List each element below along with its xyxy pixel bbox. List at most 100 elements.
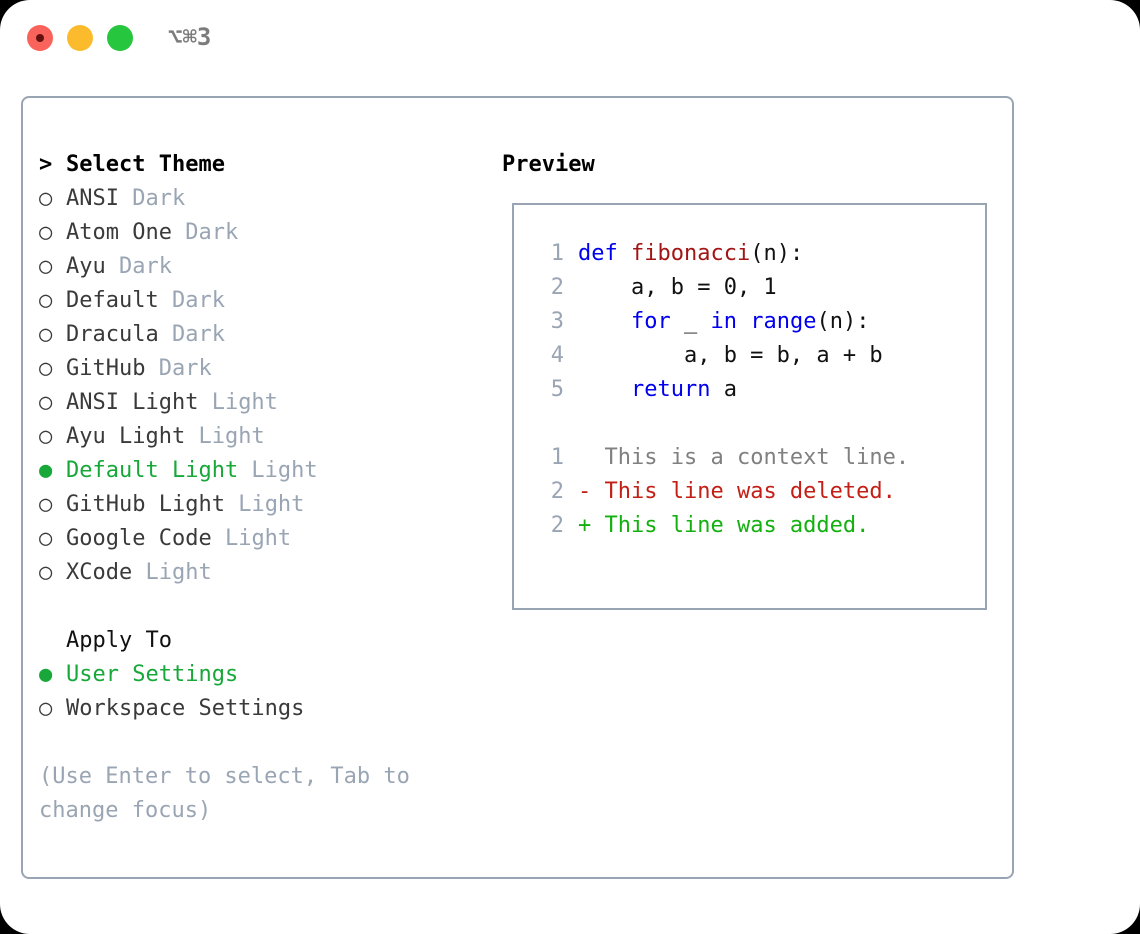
- theme-option-category: Dark: [105, 254, 172, 279]
- diff-line-number: 1: [550, 445, 564, 470]
- radio-unselected-icon[interactable]: ○: [39, 186, 53, 211]
- code-line-number: 4: [550, 343, 564, 368]
- apply-to-heading: Apply To: [39, 624, 469, 658]
- apply-to-heading-label: Apply To: [66, 628, 172, 653]
- theme-option-xcode[interactable]: ○ XCode Light: [39, 556, 469, 590]
- minimize-icon[interactable]: [67, 25, 93, 51]
- radio-selected-icon[interactable]: ●: [39, 662, 53, 687]
- theme-option-label: XCode Light: [66, 556, 212, 590]
- code-line-number: 1: [550, 241, 564, 266]
- code-token: fibonacci: [630, 241, 751, 266]
- theme-option-category: Light: [198, 390, 278, 415]
- apply-to-option-user-settings[interactable]: ●User Settings: [39, 658, 469, 692]
- code-token: [578, 309, 631, 334]
- radio-unselected-icon[interactable]: ○: [39, 526, 53, 551]
- theme-option-name: Default: [66, 288, 159, 313]
- theme-option-label: ANSI Light Light: [66, 386, 278, 420]
- apply-to-option-workspace-settings[interactable]: ○Workspace Settings: [39, 692, 469, 726]
- theme-option-ansi-light[interactable]: ○ ANSI Light Light: [39, 386, 469, 420]
- radio-unselected-icon[interactable]: ○: [39, 696, 53, 721]
- code-token: for: [630, 309, 671, 334]
- close-icon[interactable]: [27, 25, 53, 51]
- code-token: [578, 377, 631, 402]
- title-bar: ⌥⌘3: [0, 0, 1140, 78]
- theme-list-heading: > Select Theme: [39, 148, 469, 182]
- radio-unselected-icon[interactable]: ○: [39, 424, 53, 449]
- maximize-icon[interactable]: [107, 25, 133, 51]
- theme-option-name: Default Light: [66, 458, 239, 483]
- code-line-text: a, b = b, a + b: [578, 339, 883, 373]
- diff-line-number: 2: [550, 479, 564, 504]
- theme-option-category: Light: [238, 458, 318, 483]
- radio-unselected-icon[interactable]: ○: [39, 390, 53, 415]
- theme-option-label: Atom One Dark: [66, 216, 238, 250]
- theme-option-default-light[interactable]: ● Default Light Light: [39, 454, 469, 488]
- theme-option-category: Dark: [145, 356, 212, 381]
- theme-option-label: Dracula Dark: [66, 318, 225, 352]
- theme-option-label: ANSI Dark: [66, 182, 185, 216]
- code-token: [737, 309, 750, 334]
- theme-option-label: GitHub Light Light: [66, 488, 304, 522]
- diff-line-text: + This line was added.: [578, 509, 869, 543]
- code-token: _: [670, 309, 711, 334]
- theme-option-dracula[interactable]: ○ Dracula Dark: [39, 318, 469, 352]
- theme-option-category: Dark: [158, 322, 225, 347]
- radio-unselected-icon[interactable]: ○: [39, 322, 53, 347]
- theme-option-github[interactable]: ○ GitHub Dark: [39, 352, 469, 386]
- radio-unselected-icon[interactable]: ○: [39, 356, 53, 381]
- theme-option-label: Ayu Dark: [66, 250, 172, 284]
- theme-option-name: Dracula: [66, 322, 159, 347]
- theme-option-default[interactable]: ○Default Dark: [39, 284, 469, 318]
- code-token: a, b = b, a + b: [578, 343, 883, 368]
- code-token: (n):: [816, 309, 870, 334]
- theme-option-github-light[interactable]: ○ GitHub Light Light: [39, 488, 469, 522]
- code-token: a, b = 0, 1: [578, 275, 777, 300]
- diff-marker: +: [578, 513, 605, 538]
- preview-title: Preview: [502, 152, 595, 177]
- code-token: (n):: [750, 241, 804, 266]
- diff-line-body: This line was deleted.: [604, 479, 896, 504]
- code-token: def: [578, 241, 631, 266]
- theme-option-name: ANSI Light: [66, 390, 199, 415]
- code-token: return: [630, 377, 711, 402]
- code-line-text: a, b = 0, 1: [578, 271, 777, 305]
- theme-option-ayu[interactable]: ○ Ayu Dark: [39, 250, 469, 284]
- theme-option-name: ANSI: [66, 186, 119, 211]
- theme-option-label: Default Light Light: [66, 454, 318, 488]
- radio-selected-icon[interactable]: ●: [39, 458, 53, 483]
- theme-option-category: Light: [211, 526, 292, 551]
- radio-unselected-icon[interactable]: ○: [39, 560, 53, 585]
- code-line-number: 3: [550, 309, 564, 334]
- theme-option-name: GitHub Light: [66, 492, 225, 517]
- theme-list: > Select Theme ○ ANSI Dark ○ Atom One Dark ○ Ay…: [39, 148, 469, 590]
- theme-option-atom-one[interactable]: ○ Atom One Dark: [39, 216, 469, 250]
- radio-unselected-icon[interactable]: ○: [39, 254, 53, 279]
- code-line-number: 5: [550, 377, 564, 402]
- diff-marker: -: [578, 479, 605, 504]
- theme-option-name: Atom One: [66, 220, 172, 245]
- diff-line-text: This is a context line.: [578, 441, 910, 475]
- radio-unselected-icon[interactable]: ○: [39, 492, 53, 517]
- theme-option-label: Ayu Light Light: [66, 420, 265, 454]
- theme-option-ayu-light[interactable]: ○ Ayu Light Light: [39, 420, 469, 454]
- radio-unselected-icon[interactable]: ○: [39, 220, 53, 245]
- keyboard-hint: (Use Enter to select, Tab to change focu…: [39, 764, 424, 823]
- theme-option-google-code[interactable]: ○Google Code Light: [39, 522, 469, 556]
- settings-panel: > Select Theme ○ ANSI Dark ○ Atom One Dark ○ Ay…: [21, 96, 1014, 879]
- code-line-text: def fibonacci(n):: [578, 237, 803, 271]
- list-spacer: [39, 590, 469, 624]
- theme-option-category: Dark: [171, 220, 239, 245]
- theme-option-name: Ayu Light: [66, 424, 186, 449]
- radio-unselected-icon[interactable]: ○: [39, 288, 53, 313]
- theme-list-heading-label: Select Theme: [66, 152, 225, 177]
- diff-line-text: - This line was deleted.: [578, 475, 896, 509]
- theme-option-label: GitHub Dark: [66, 352, 212, 386]
- code-line-text: for _ in range(n):: [578, 305, 869, 339]
- prompt-caret-icon: >: [39, 152, 53, 177]
- theme-option-ansi[interactable]: ○ ANSI Dark: [39, 182, 469, 216]
- apply-to-group: Apply To ●User Settings○Workspace Setting…: [39, 624, 469, 726]
- theme-option-name: GitHub: [66, 356, 146, 381]
- diff-marker: [578, 445, 605, 470]
